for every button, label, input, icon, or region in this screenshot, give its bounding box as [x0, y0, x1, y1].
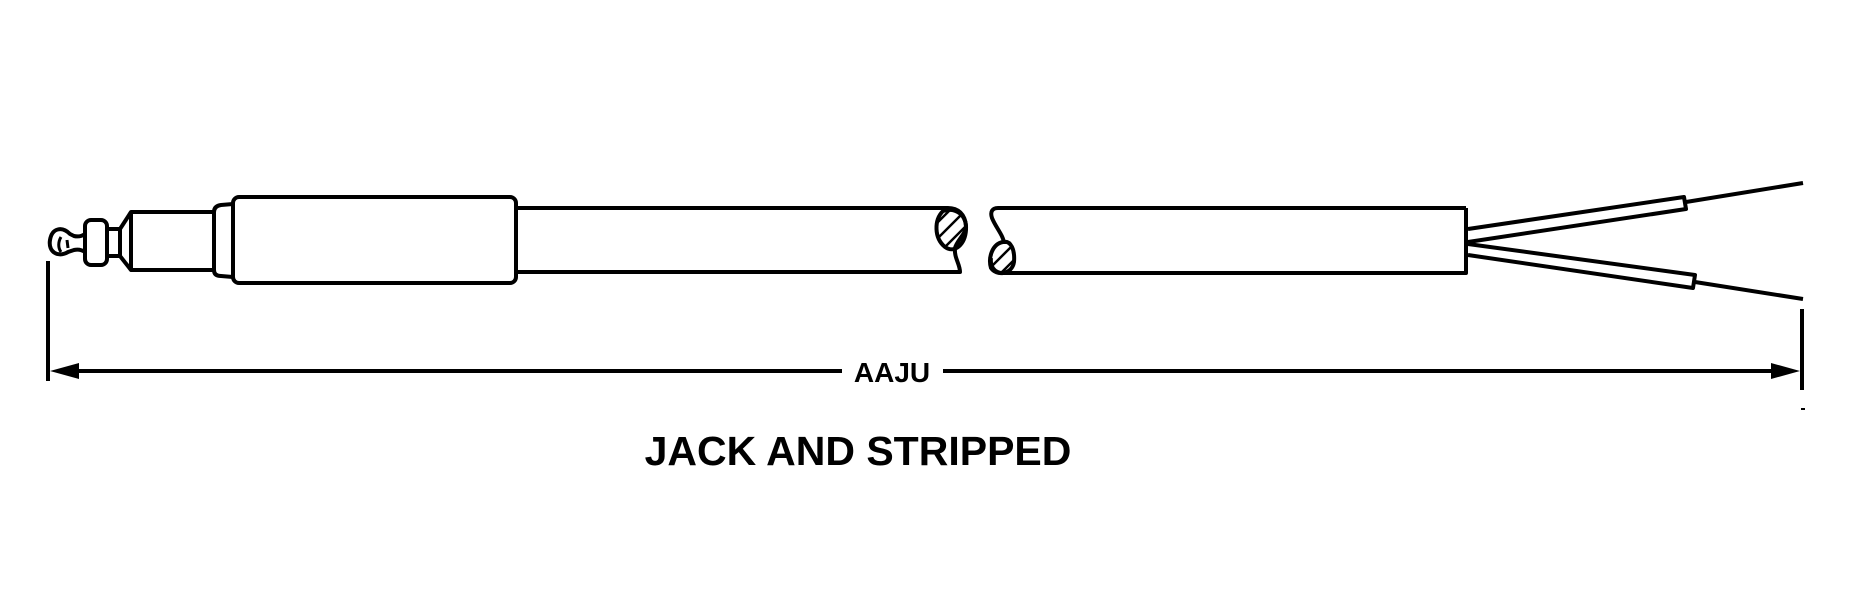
break-hatch-left — [934, 208, 969, 252]
jack-handle — [231, 195, 518, 285]
cable-right-segment — [988, 206, 1468, 276]
stray-mark — [1801, 408, 1805, 410]
plug-sleeve — [118, 210, 214, 272]
wire-upper-conductor — [1685, 181, 1804, 204]
plug-tip-mark — [57, 236, 70, 253]
dimension-line: AAJU — [46, 261, 1805, 410]
drawing-title: JACK AND STRIPPED — [645, 428, 1072, 474]
plug-collar — [212, 202, 234, 279]
wire-upper-insulation — [1467, 195, 1688, 244]
plug-neck — [107, 227, 122, 258]
dimension-label: AAJU — [854, 357, 930, 388]
jack-plug — [47, 202, 234, 279]
plug-ring — [83, 218, 109, 267]
cable-left-segment — [516, 206, 969, 274]
plug-tip — [47, 227, 87, 257]
arrowhead-right — [1771, 363, 1800, 379]
arrowhead-left — [50, 363, 79, 379]
wire-lower-conductor — [1694, 280, 1804, 301]
hatch-lines-right — [990, 241, 1015, 274]
stripped-wires — [1467, 181, 1804, 301]
wire-lower-insulation — [1467, 242, 1697, 290]
